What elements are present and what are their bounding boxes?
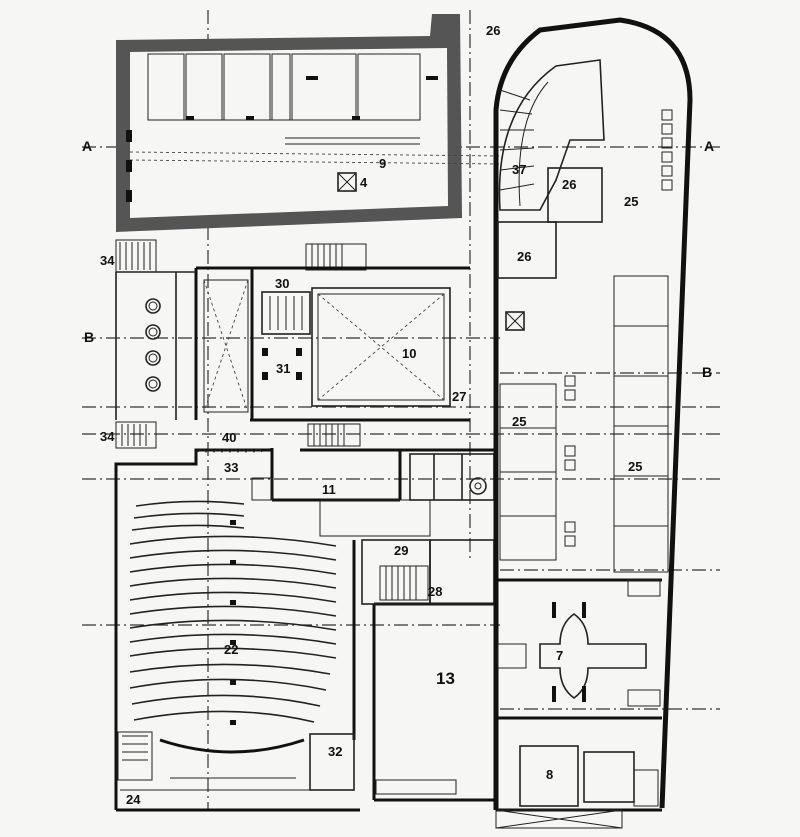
section-b-right: B: [702, 364, 712, 380]
auditorium: [116, 500, 360, 812]
room-label-4: 4: [360, 175, 368, 190]
room-label-37: 37: [512, 162, 526, 177]
room-label-26-lower: 26: [517, 249, 531, 264]
hall-room-7: [495, 578, 662, 829]
section-a-left: A: [82, 138, 92, 154]
block-room-9: [116, 14, 501, 232]
section-b-left: B: [84, 329, 94, 345]
room-label-33: 33: [224, 460, 238, 475]
room-label-22: 22: [224, 642, 238, 657]
room-label-26-mid: 26: [562, 177, 576, 192]
section-a-right: A: [704, 138, 714, 154]
room-label-9: 9: [379, 156, 386, 171]
room-label-31: 31: [276, 361, 290, 376]
room-label-34-upper: 34: [100, 253, 115, 268]
foyer: [114, 448, 496, 810]
room-label-25-top: 25: [624, 194, 638, 209]
room-label-27: 27: [452, 389, 466, 404]
room-label-40: 40: [222, 430, 236, 445]
block-room-10: [194, 266, 470, 447]
room-label-32: 32: [328, 744, 342, 759]
room-label-25-right: 25: [628, 459, 642, 474]
room-label-29: 29: [394, 543, 408, 558]
room-label-25-mid: 25: [512, 414, 526, 429]
section-markers: A A B B: [82, 138, 714, 380]
room-label-24: 24: [126, 792, 141, 807]
entrance-hall: [115, 271, 196, 449]
room-label-11: 11: [322, 482, 336, 497]
room-label-13: 13: [436, 669, 455, 688]
room-label-8: 8: [546, 767, 553, 782]
room-label-34-lower: 34: [100, 429, 115, 444]
room-label-28: 28: [428, 584, 442, 599]
room-labels: 9 4 26 37 26 25 26 34 30 10 31 27 25 25 …: [100, 23, 642, 807]
room-label-7: 7: [556, 648, 563, 663]
right-wing: [493, 17, 693, 810]
room-label-30: 30: [275, 276, 289, 291]
corridor-upper: [115, 239, 367, 273]
room-label-26-top: 26: [486, 23, 500, 38]
stage-room-13: [361, 539, 495, 802]
room-label-10: 10: [402, 346, 416, 361]
